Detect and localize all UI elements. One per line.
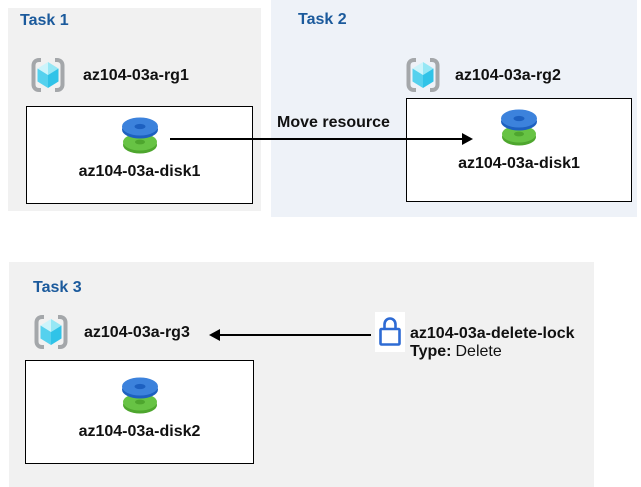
move-resource-label: Move resource: [277, 114, 390, 131]
resource-group-name: az104-03a-rg3: [84, 324, 190, 341]
resource-box: az104-03a-disk1: [406, 98, 632, 202]
task3-panel: Task 3 az104-03a-rg3 az104-03a-disk2: [9, 262, 594, 487]
task3-title: Task 3: [33, 279, 82, 296]
managed-disk-icon: [121, 377, 158, 414]
lock-arrowhead-icon: [209, 329, 220, 341]
managed-disk-icon: [501, 109, 537, 146]
lock-name: az104-03a-delete-lock: [410, 325, 575, 342]
resource-group-name: az104-03a-rg1: [83, 67, 189, 84]
lock-type-label: Type:: [410, 343, 452, 360]
resource-box: az104-03a-disk2: [25, 360, 254, 464]
lock-badge: [375, 312, 405, 352]
task1-title: Task 1: [20, 12, 69, 29]
disk-name: az104-03a-disk1: [78, 163, 201, 180]
move-resource-arrow-line: [170, 138, 463, 140]
resource-box: az104-03a-disk1: [26, 106, 253, 204]
lock-label-block: az104-03a-delete-lock Type:Delete: [410, 325, 575, 361]
lock-type-line: Type:Delete: [410, 343, 575, 361]
resource-group-name: az104-03a-rg2: [455, 67, 561, 84]
resource-group-icon: [31, 58, 65, 92]
lock-icon: [379, 317, 401, 346]
resource-group-icon: [34, 315, 68, 349]
move-resource-arrowhead-icon: [462, 133, 473, 145]
task1-panel: Task 1 az104-03a-rg1 az104-03a-disk1: [8, 8, 261, 211]
disk-name: az104-03a-disk1: [458, 155, 580, 172]
task2-panel: Task 2 az104-03a-rg2 az104-03a-disk1: [271, 0, 637, 217]
disk-name: az104-03a-disk2: [78, 423, 201, 440]
lock-arrow-line: [219, 334, 371, 336]
resource-group-icon: [406, 58, 440, 92]
lock-type-value: Delete: [455, 343, 502, 360]
task2-title: Task 2: [298, 11, 347, 28]
managed-disk-icon: [121, 117, 158, 154]
